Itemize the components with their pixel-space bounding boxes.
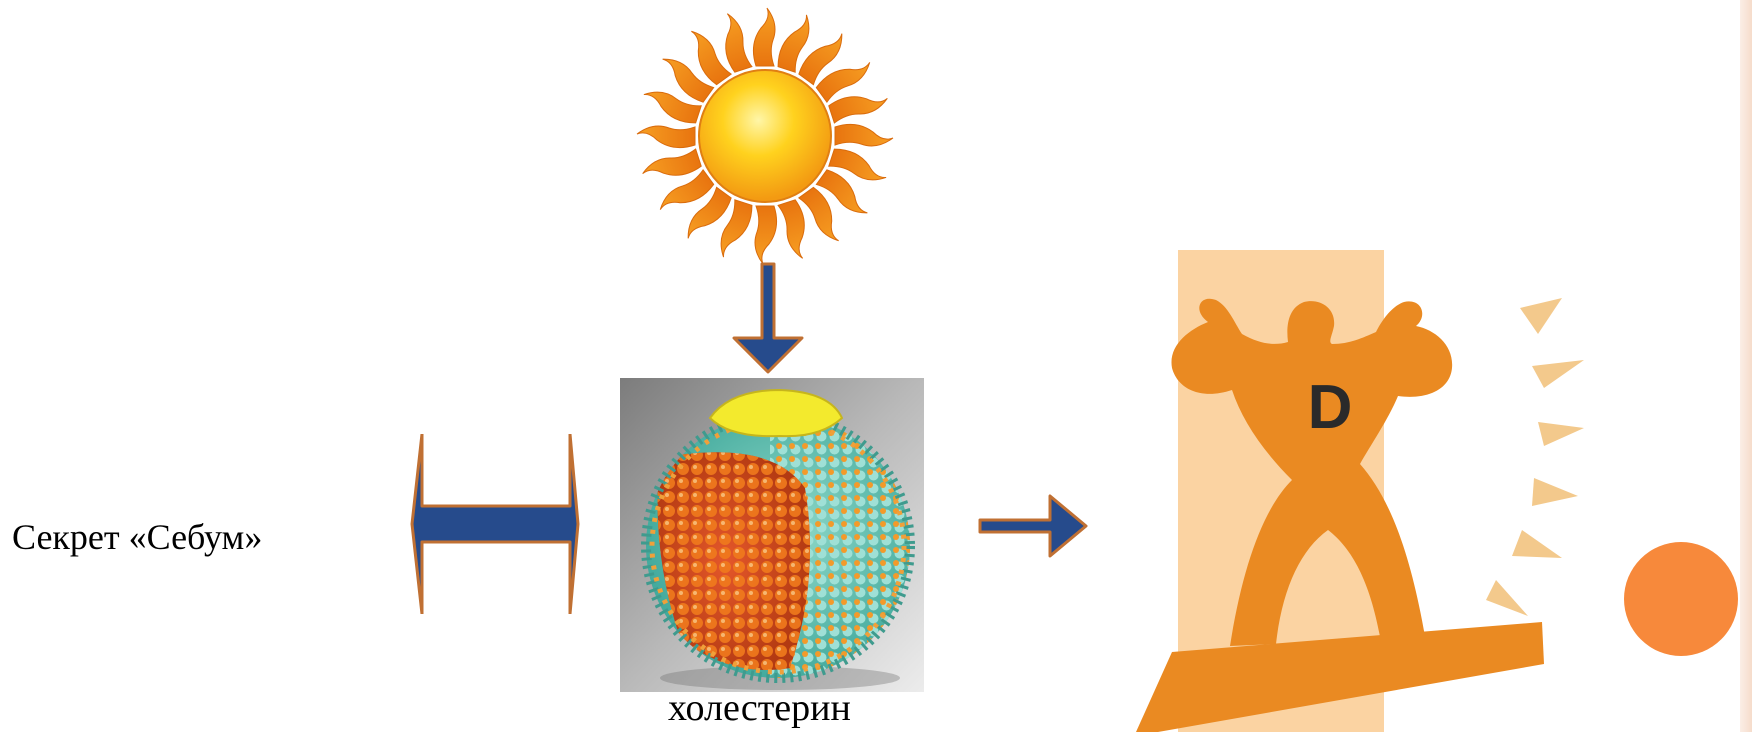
vitamin-d-strongman-image: D bbox=[1092, 250, 1588, 732]
down-arrow bbox=[728, 262, 808, 376]
lipoprotein-molecule-image bbox=[620, 378, 924, 692]
sun-ray bbox=[755, 206, 777, 264]
sun-ray bbox=[637, 126, 695, 148]
sebum-label: Секрет «Себум» bbox=[12, 516, 262, 558]
sun-ray bbox=[835, 124, 893, 146]
right-arrow bbox=[978, 494, 1090, 560]
sun-icon bbox=[630, 6, 900, 266]
vitamin-d-letter: D bbox=[1308, 373, 1353, 442]
sun-ray bbox=[753, 8, 775, 66]
accent-dot bbox=[1624, 542, 1738, 656]
double-arrow bbox=[410, 434, 580, 614]
slide-edge-strip bbox=[1740, 0, 1752, 732]
cholesterol-label: холестерин bbox=[668, 686, 851, 730]
